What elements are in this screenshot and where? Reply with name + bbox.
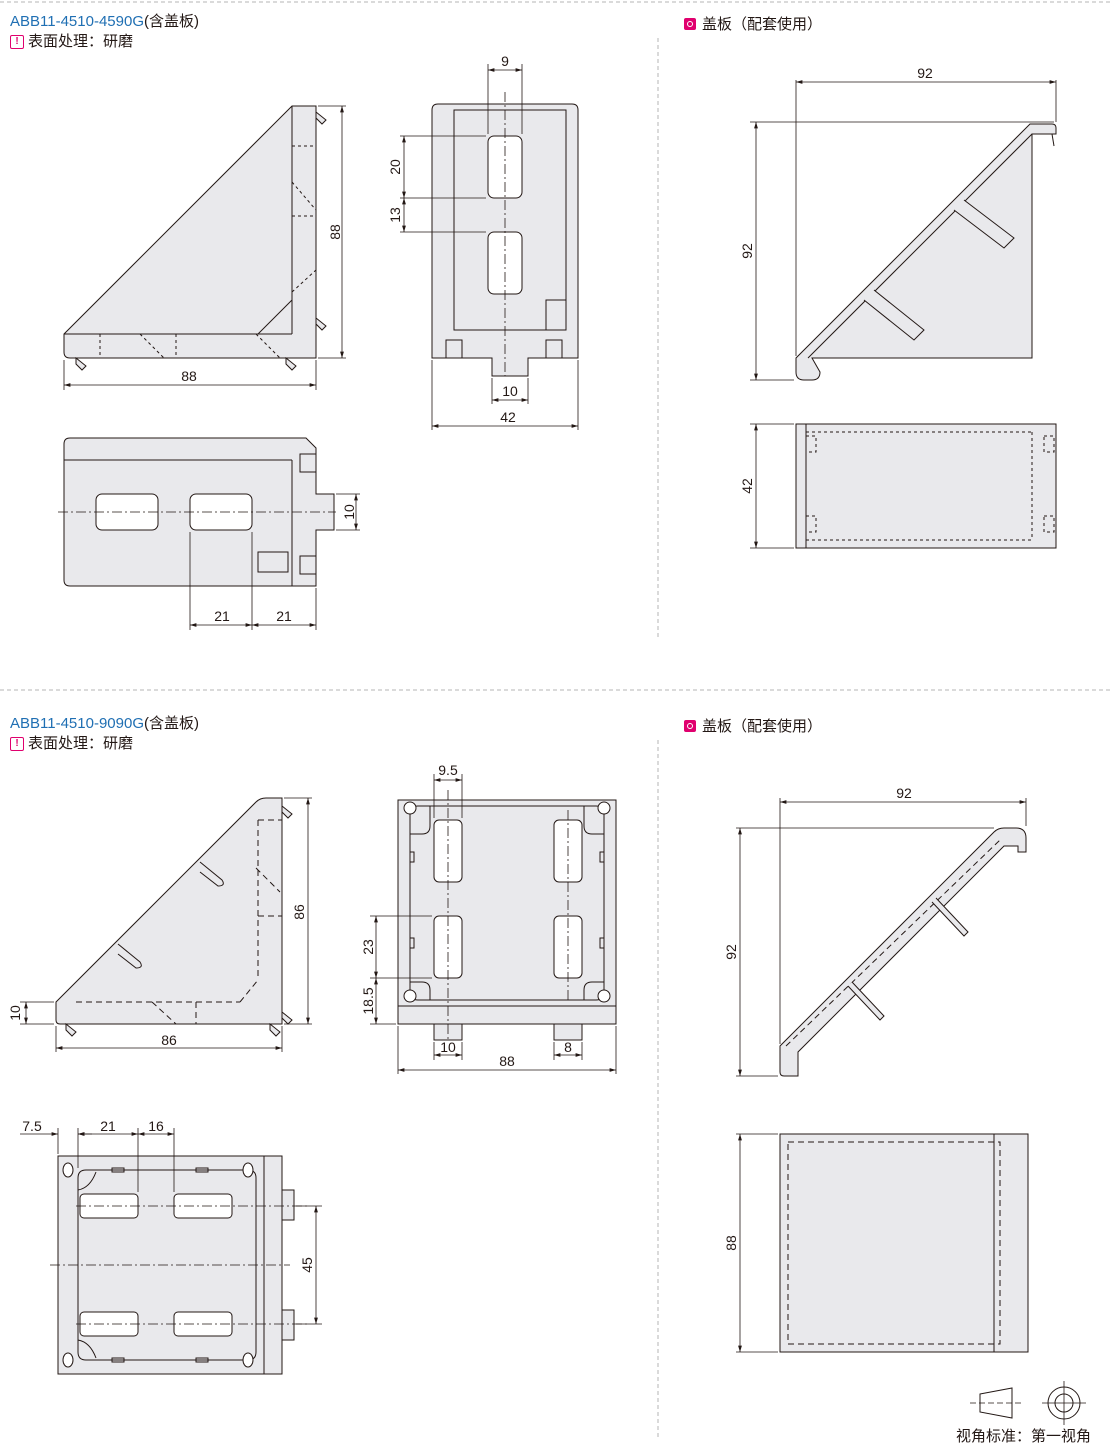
dim-s2-cover-width: 92: [896, 785, 912, 801]
section2-model-suffix: (含盖板): [143, 715, 199, 732]
dim-s2-front-slot: 9.5: [438, 762, 458, 778]
dim-s1-side-height: 88: [327, 224, 343, 240]
dim-s1-top-d2: 21: [276, 608, 292, 624]
section2-model-line: ABB11-4510-9090G(含盖板): [10, 714, 199, 734]
s2-cover-side-view: [736, 798, 1027, 1077]
dim-s2-front-width: 88: [499, 1053, 515, 1069]
s1-top-view: [58, 437, 360, 630]
section2-surface-text: 表面处理：研磨: [28, 735, 134, 752]
section1-model-suffix: (含盖板): [143, 13, 199, 30]
dim-s2-front-d1: 23: [360, 939, 376, 955]
dim-s1-front-slot: 9: [501, 53, 509, 69]
section1-cover-label: 盖板（配套使用）: [702, 16, 823, 33]
section1-model-line: ABB11-4510-4590G(含盖板): [10, 12, 199, 32]
dim-s2-cover-height: 92: [723, 944, 739, 960]
section1-cover-title: 盖板（配套使用）: [684, 13, 822, 34]
dim-s1-front-d1: 20: [387, 159, 403, 175]
first-angle-projection-icon: [970, 1381, 1086, 1425]
dim-s1-cover-depth: 42: [739, 478, 755, 494]
cover-icon: [684, 17, 696, 30]
dim-s1-side-width: 88: [181, 368, 197, 384]
section1-model-code: ABB11-4510-4590G: [10, 13, 144, 30]
dim-s2-side-width: 86: [161, 1032, 177, 1048]
dim-s1-front-d2: 13: [387, 207, 403, 223]
s1-side-view: [63, 105, 346, 390]
s2-top-view: [20, 1128, 322, 1375]
dim-s2-top-d3: 45: [299, 1257, 315, 1273]
projection-standard-label: 视角标准：第一视角: [956, 1428, 1092, 1445]
dim-s2-top-d2: 16: [148, 1118, 164, 1134]
dim-s1-front-tab: 10: [502, 383, 518, 399]
dim-s1-cover-width: 92: [917, 65, 933, 81]
section2-model-code: ABB11-4510-9090G: [10, 715, 144, 732]
section1-header: ABB11-4510-4590G(含盖板) ! 表面处理：研磨: [10, 12, 199, 52]
section1-surface-line: ! 表面处理：研磨: [10, 32, 199, 52]
dim-s2-front-tab2: 8: [564, 1039, 572, 1055]
warning-icon: !: [10, 35, 24, 49]
dim-s2-side-height: 86: [291, 904, 307, 920]
s2-front-view: [370, 774, 617, 1074]
warning-icon: !: [10, 737, 24, 751]
dim-s2-front-tab: 10: [440, 1039, 456, 1055]
section2-surface-line: ! 表面处理：研磨: [10, 734, 199, 754]
dim-s2-front-d2: 18.5: [360, 987, 376, 1014]
dim-s2-top-d1: 21: [100, 1118, 116, 1134]
dim-s2-side-edge: 10: [7, 1005, 23, 1021]
dim-s1-top-tab: 10: [341, 504, 357, 520]
s1-cover-plan-view: [750, 423, 1057, 549]
dim-s1-cover-height: 92: [739, 243, 755, 259]
s1-cover-side-view: [750, 80, 1057, 381]
s1-front-view: [400, 64, 579, 430]
section2-cover-title: 盖板（配套使用）: [684, 715, 822, 736]
s2-side-view: [20, 797, 312, 1052]
dim-s2-cover-depth: 88: [723, 1235, 739, 1251]
section2-header: ABB11-4510-9090G(含盖板) ! 表面处理：研磨: [10, 714, 199, 754]
s2-cover-plan-view: [736, 1133, 1029, 1353]
dim-s1-front-width: 42: [500, 409, 516, 425]
section2-cover-label: 盖板（配套使用）: [702, 718, 823, 735]
section1-surface-text: 表面处理：研磨: [28, 33, 134, 50]
cover-icon: [684, 719, 696, 732]
dim-s2-top-d0: 7.5: [22, 1118, 42, 1134]
dim-s1-top-d1: 21: [214, 608, 230, 624]
